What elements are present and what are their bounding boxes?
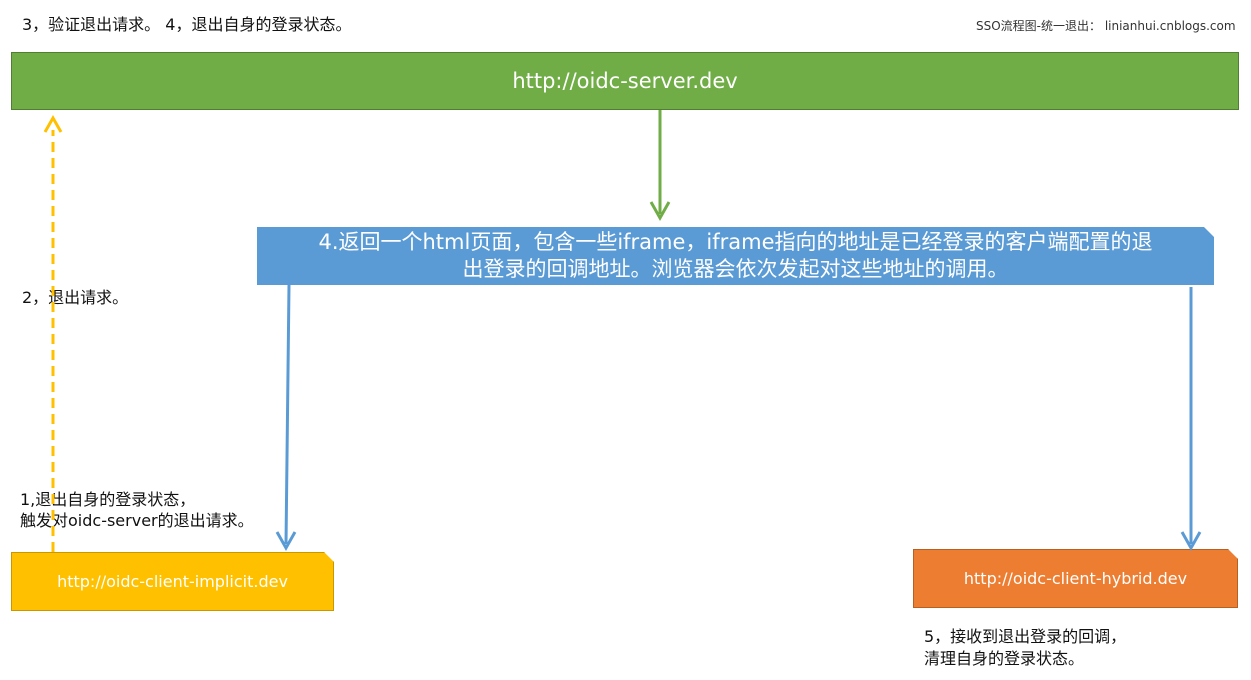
- step2-label: 2，退出请求。: [22, 288, 129, 307]
- client-hybrid-box: http://oidc-client-hybrid.dev: [913, 549, 1238, 608]
- client-implicit-label: http://oidc-client-implicit.dev: [57, 572, 288, 591]
- client-hybrid-label: http://oidc-client-hybrid.dev: [963, 569, 1188, 588]
- step5-label: 5，接收到退出登录的回调， 清理自身的登录状态。: [924, 626, 1126, 670]
- iframe-call-implicit-arrow: [284, 284, 291, 545]
- step1-line-2: 触发对oidc-server的退出请求。: [20, 511, 254, 530]
- step1-label: 1,退出自身的登录状态， 触发对oidc-server的退出请求。: [20, 489, 254, 531]
- header-steps-text: 3，验证退出请求。 4，退出自身的登录状态。: [22, 15, 352, 34]
- client-implicit-box: http://oidc-client-implicit.dev: [11, 552, 334, 611]
- step5-line-1: 5，接收到退出登录的回调，: [924, 627, 1127, 646]
- step5-line-2: 清理自身的登录状态。: [924, 649, 1085, 668]
- callout-line-1: 4.返回一个html页面，包含一些iframe，iframe指向的地址是已经登录…: [318, 230, 1153, 254]
- oidc-server-label: http://oidc-server.dev: [512, 69, 738, 93]
- step1-line-1: 1,退出自身的登录状态，: [20, 490, 196, 509]
- header-credit-text: SSO流程图-统一退出： linianhui.cnblogs.com: [976, 19, 1236, 33]
- logout-request-arrowhead: [43, 114, 63, 133]
- iframe-call-hybrid-arrowhead: [1180, 531, 1202, 552]
- oidc-server-box: http://oidc-server.dev: [11, 52, 1239, 110]
- iframe-call-implicit-arrowhead: [275, 531, 297, 552]
- response-callout: 4.返回一个html页面，包含一些iframe，iframe指向的地址是已经登录…: [257, 227, 1214, 285]
- callout-line-2: 出登录的回调地址。浏览器会依次发起对这些地址的调用。: [462, 257, 1009, 281]
- server-response-arrowhead: [649, 201, 671, 222]
